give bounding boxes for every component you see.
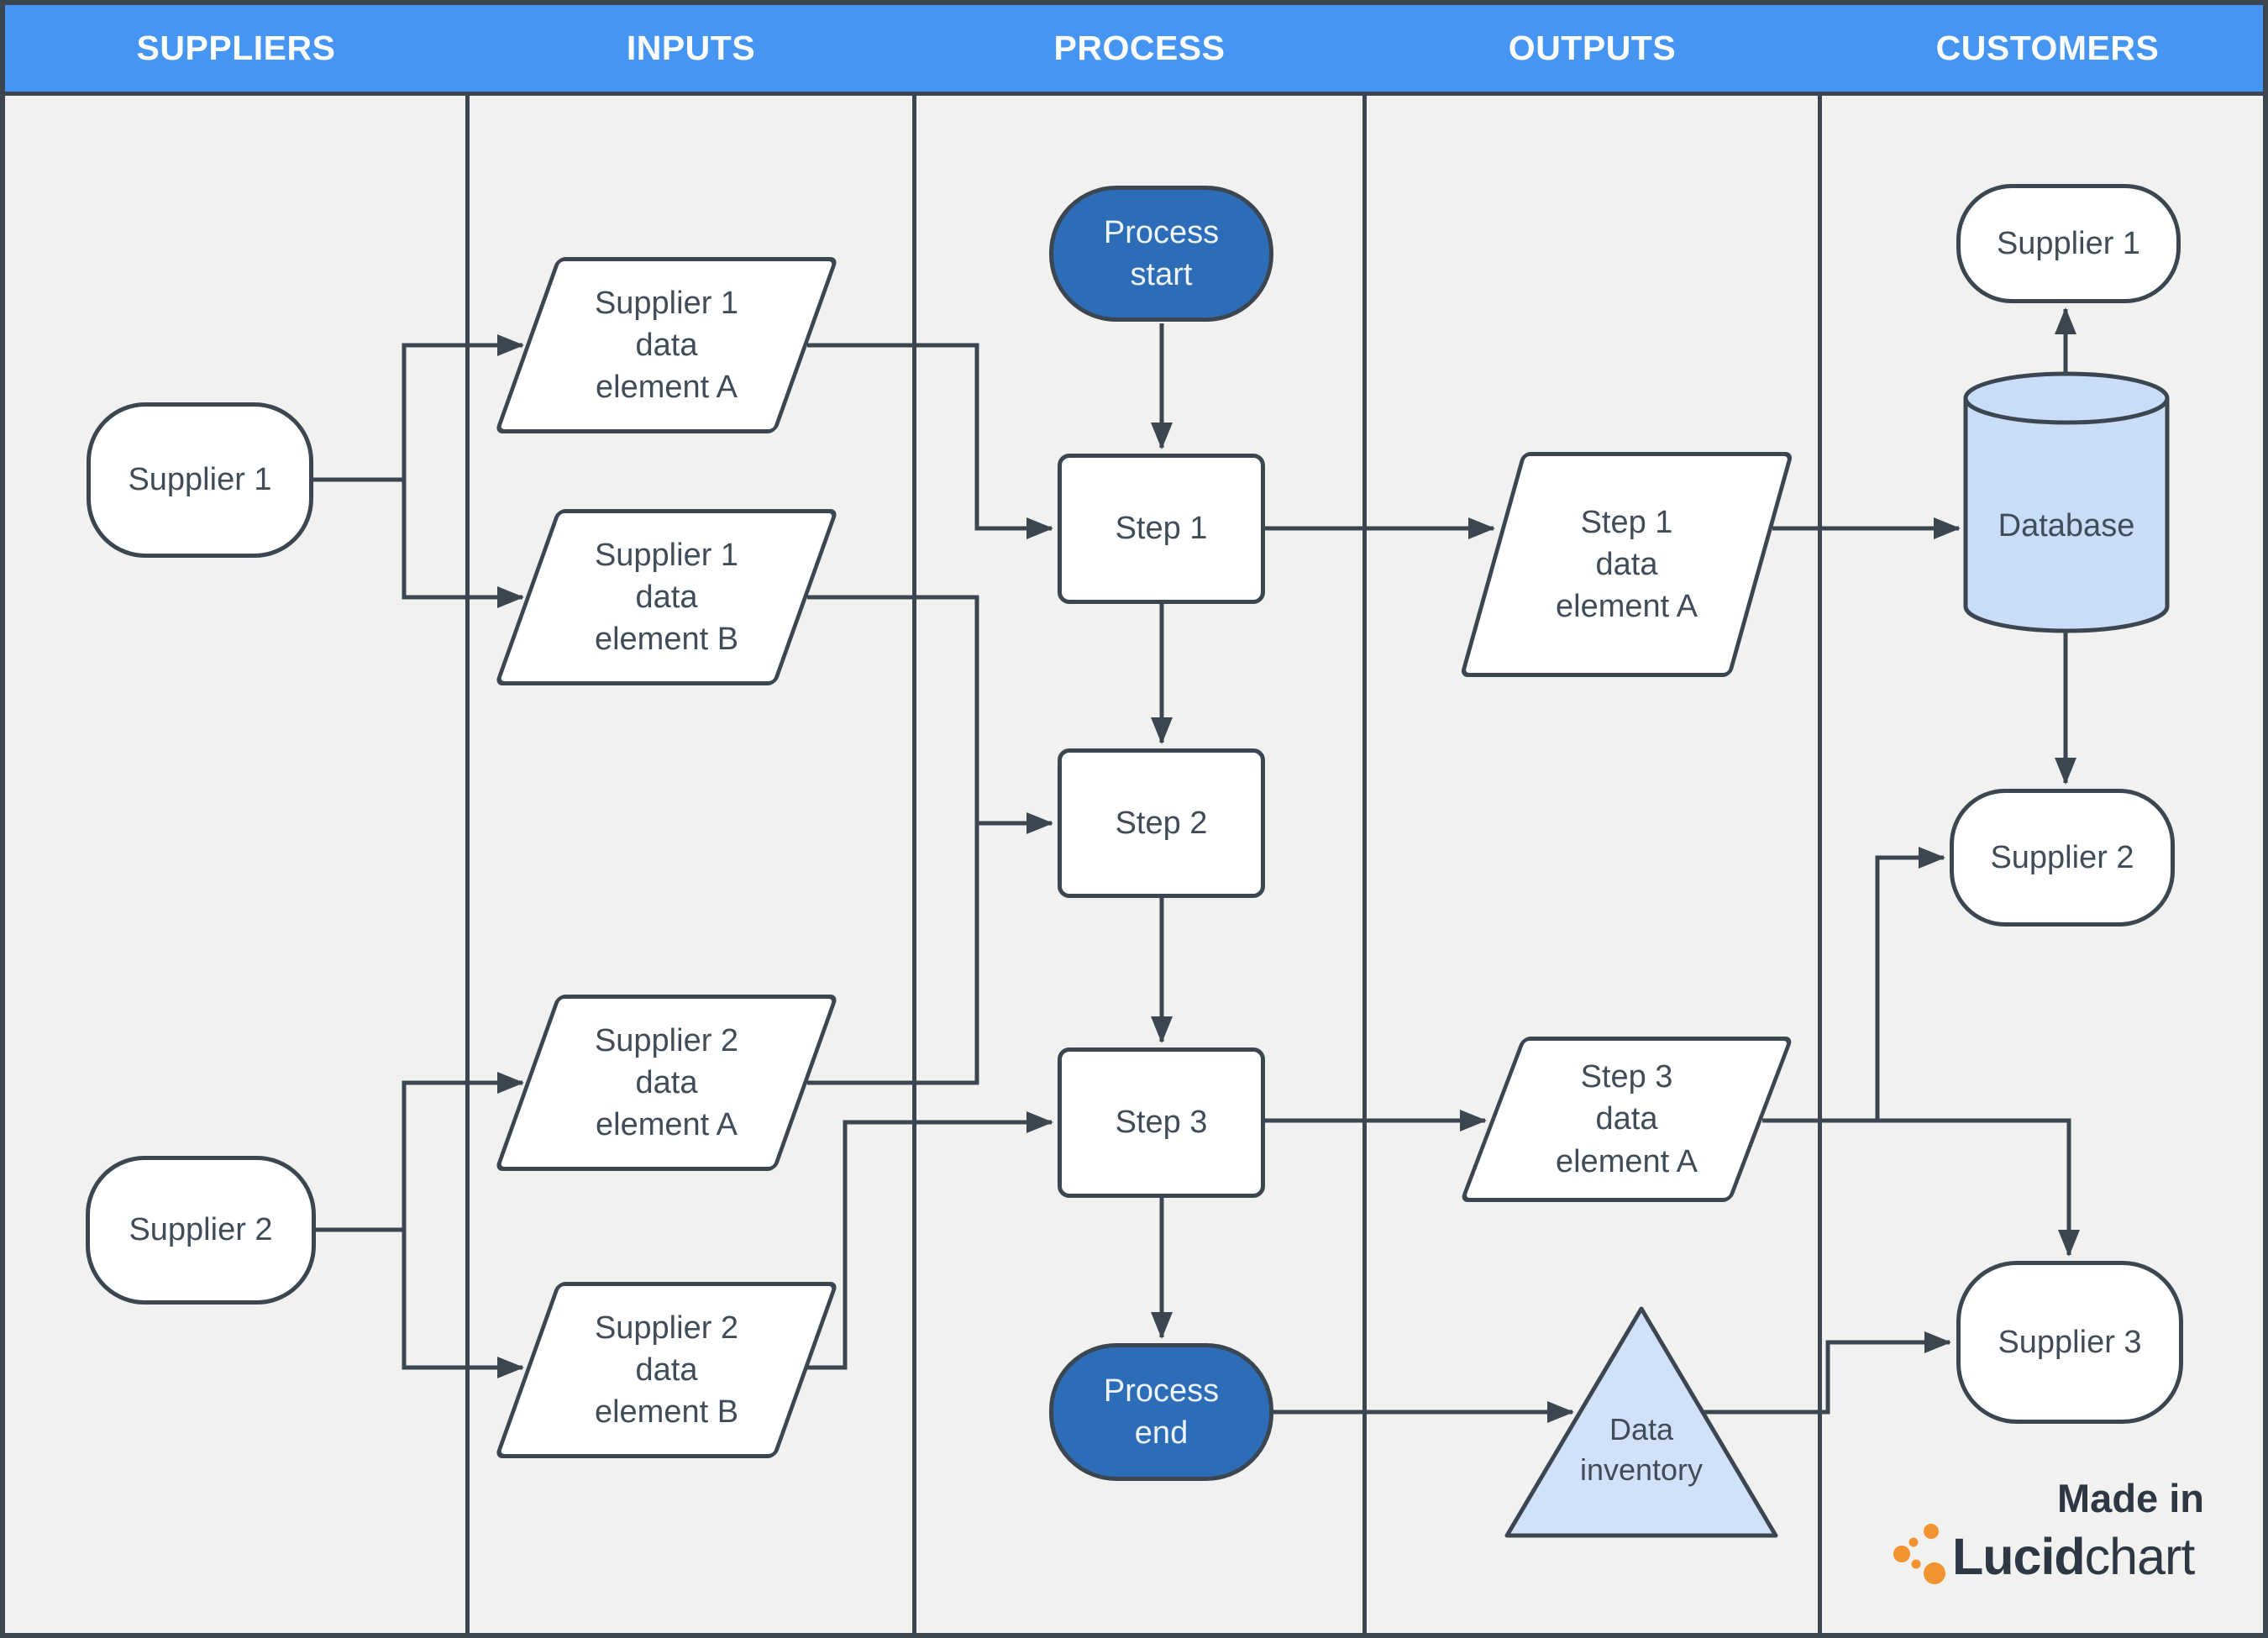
label-line: element A (596, 370, 738, 406)
made-in-text: Made in (1903, 1475, 2204, 1521)
label-line: Supplier 2 (594, 1310, 739, 1346)
connector-supplier1-to-element-b (402, 480, 524, 608)
connector-layer (313, 307, 2170, 1538)
node-customer-supplier-2: Supplier 2 (1950, 789, 2175, 927)
node-customer-supplier-1: Supplier 1 (1956, 184, 2181, 303)
label-line: Supplier 2 (594, 1022, 739, 1058)
header-inputs: INPUTS (470, 5, 912, 92)
header-suppliers-label: SUPPLIERS (136, 29, 336, 67)
header-suppliers: SUPPLIERS (5, 5, 467, 92)
node-step3-data-element-a: Step 3 data element A (1459, 1037, 1794, 1202)
chart-regular-label: chart (2084, 1528, 2196, 1585)
lucid-bold-label: Lucid (1952, 1528, 2086, 1585)
node-step-2-label: Step 2 (1115, 805, 1208, 841)
node-customer-supplier-1-label: Supplier 1 (1996, 225, 2141, 261)
database-cylinder (1963, 371, 2170, 633)
label-line: element B (594, 622, 739, 658)
node-supplier-1-label: Supplier 1 (128, 462, 272, 498)
node-process-start: Process start (1049, 186, 1273, 322)
connector-output3a-to-supplier2 (1875, 847, 1945, 1121)
label-line: end (1134, 1415, 1189, 1451)
label-line: Supplier 1 (594, 537, 739, 573)
node-step-3-label: Step 3 (1115, 1105, 1208, 1141)
data-inventory-triangle (1504, 1306, 1778, 1538)
node-step1-data-element-a: Step 1 data element A (1459, 452, 1794, 677)
made-in-label: Made in (2057, 1476, 2204, 1520)
node-supplier-2-label: Supplier 2 (129, 1212, 273, 1248)
node-customer-supplier-3-label: Supplier 3 (1998, 1324, 2142, 1360)
node-supplier-2: Supplier 2 (86, 1156, 316, 1305)
node-customer-supplier-3: Supplier 3 (1956, 1261, 2183, 1424)
node-step-2: Step 2 (1058, 748, 1265, 898)
label-line: Database (1998, 507, 2135, 543)
label-line: element B (594, 1394, 739, 1431)
column-divider (1362, 5, 1367, 1633)
label-line: start (1130, 257, 1193, 292)
header-customers-label: CUSTOMERS (1935, 29, 2160, 67)
connector-element-a1-to-step1 (807, 343, 1053, 539)
column-divider (1818, 5, 1822, 1633)
node-supplier1-data-element-a: Supplier 1 data element A (494, 257, 839, 433)
label-line: data (635, 327, 698, 363)
header-outputs-label: OUTPUTS (1508, 29, 1677, 67)
connector-supplier2-to-element-a (313, 1072, 524, 1232)
label-line: Data (1609, 1412, 1674, 1447)
label-line: element A (1556, 1143, 1698, 1179)
node-customer-supplier-2-label: Supplier 2 (1990, 839, 2134, 875)
node-process-end: Process end (1049, 1343, 1273, 1481)
node-supplier2-data-element-b: Supplier 2 data element B (494, 1282, 839, 1458)
header-bar (5, 5, 2263, 96)
node-step-1-label: Step 1 (1115, 511, 1208, 547)
label-line: inventory (1579, 1452, 1704, 1487)
label-line: data (1595, 546, 1658, 582)
database-label: Database (1966, 501, 2167, 551)
header-process: PROCESS (916, 5, 1362, 92)
label-line: data (635, 1352, 698, 1388)
header-inputs-label: INPUTS (626, 29, 756, 67)
connector-inventory-to-supplier3 (1703, 1331, 1951, 1415)
header-process-label: PROCESS (1053, 29, 1226, 67)
label-line: data (635, 1064, 698, 1100)
label-line: data (635, 579, 698, 615)
lucidchart-icon (1893, 1524, 1945, 1584)
lucidchart-wordmark: Lucidchart (1952, 1527, 2196, 1586)
connector-output3a-to-supplier3 (1762, 1118, 2080, 1257)
column-divider (912, 5, 916, 1633)
label-line: Step 1 (1580, 504, 1673, 540)
connector-supplier2-to-element-b (402, 1230, 524, 1378)
node-supplier2-data-element-a: Supplier 2 data element A (494, 995, 839, 1171)
label-line: element A (1556, 589, 1698, 625)
header-outputs: OUTPUTS (1367, 5, 1818, 92)
connector-element-b2-to-step3 (807, 1111, 1053, 1370)
connector-element-b1-to-step2 (807, 595, 1053, 834)
header-customers: CUSTOMERS (1822, 5, 2263, 92)
connector-supplier1-to-element-a (313, 334, 524, 482)
label-line: Step 3 (1580, 1059, 1673, 1095)
node-step-1: Step 1 (1058, 454, 1265, 604)
label-line: Supplier 1 (594, 285, 739, 321)
label-line: Process (1103, 214, 1220, 250)
column-divider (465, 5, 470, 1633)
label-line: data (1595, 1101, 1658, 1137)
connector-element-a2-to-step2 (807, 821, 1052, 1085)
label-line: element A (596, 1107, 738, 1143)
node-supplier1-data-element-b: Supplier 1 data element B (494, 509, 839, 685)
node-supplier-1: Supplier 1 (87, 402, 313, 558)
data-inventory-label: Data inventory (1549, 1391, 1734, 1509)
node-step-3: Step 3 (1058, 1047, 1265, 1198)
label-line: Process (1103, 1373, 1220, 1409)
